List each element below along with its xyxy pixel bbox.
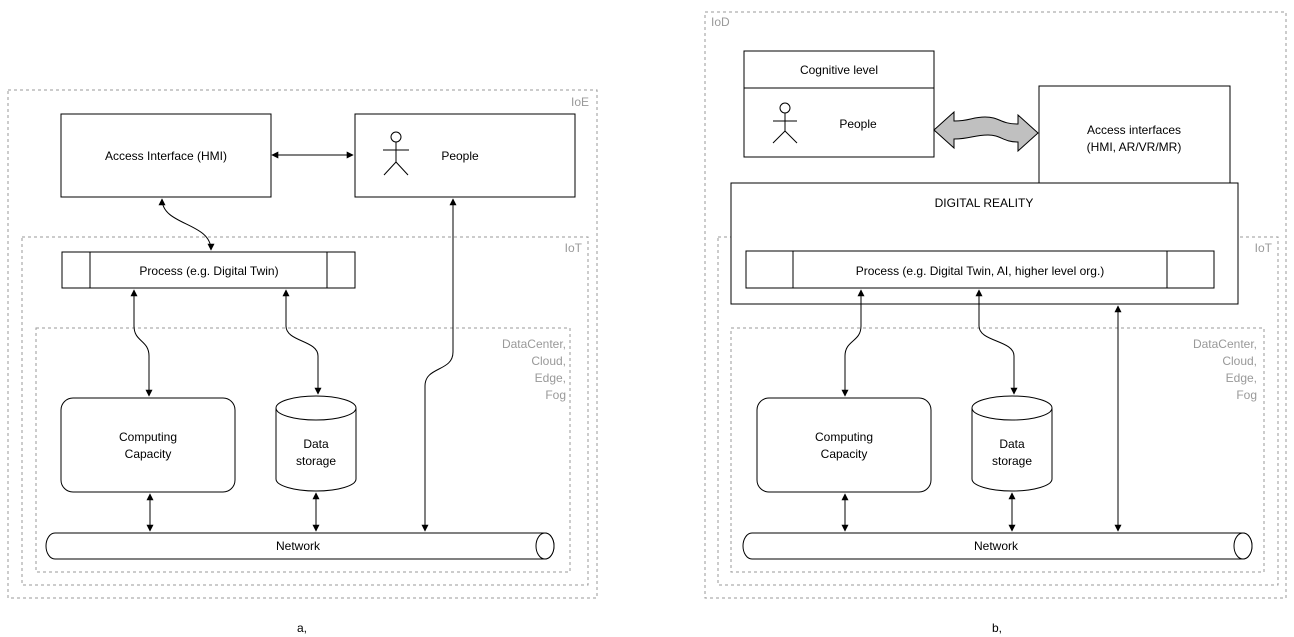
person-icon [383, 131, 409, 176]
process-label-b: Process (e.g. Digital Twin, AI, higher l… [856, 264, 1105, 278]
dc-label-b-3: Edge, [1226, 371, 1257, 385]
dc-label-b-2: Cloud, [1222, 354, 1257, 368]
access-interfaces-label-2: (HMI, AR/VR/MR) [1087, 140, 1182, 154]
diagram-b: IoD IoT DataCenter, Cloud, Edge, Fog Cog… [704, 11, 1287, 635]
storage-label-a-2: storage [296, 454, 336, 468]
ioe-label: IoE [571, 95, 589, 109]
computing-box-b [756, 397, 932, 493]
digital-reality-label: DIGITAL REALITY [935, 196, 1034, 210]
network-pipe-a [45, 532, 555, 560]
network-pipe-b [742, 532, 1253, 560]
people-label-b: People [839, 117, 877, 131]
person-icon-b [772, 102, 798, 144]
bidirectional-wave-arrow [933, 110, 1039, 153]
arrow-people-network [421, 198, 457, 532]
iot-region-a [21, 236, 589, 586]
people-label-a: People [441, 149, 479, 163]
data-storage-cylinder-a [275, 395, 357, 492]
computing-label-a-2: Capacity [125, 447, 172, 461]
people-box-b [743, 87, 935, 158]
arrow-process-storage-b [975, 289, 1018, 395]
computing-box-a [60, 397, 236, 493]
network-label-a: Network [276, 539, 321, 553]
access-interfaces-box [1038, 85, 1231, 184]
diagram-a: IoE IoT DataCenter, Cloud, Edge, Fog Acc… [7, 89, 598, 635]
iot-label-b: IoT [1255, 241, 1273, 255]
arrow-process-computing-b [841, 289, 865, 397]
process-label-a: Process (e.g. Digital Twin) [139, 264, 278, 278]
access-interface-label: Access Interface (HMI) [105, 149, 227, 163]
data-storage-cylinder-b [971, 395, 1053, 492]
iod-label: IoD [711, 15, 730, 29]
arrow-process-storage-a [282, 289, 322, 395]
cognitive-level-label: Cognitive level [800, 63, 878, 77]
network-label-b: Network [974, 539, 1019, 553]
dc-label-a-1: DataCenter, [502, 337, 566, 351]
iot-region-b [717, 236, 1279, 586]
ioe-region [7, 89, 598, 599]
caption-b: b, [992, 621, 1002, 635]
people-box-a [354, 113, 576, 198]
caption-a: a, [297, 621, 307, 635]
dc-label-b-1: DataCenter, [1193, 337, 1257, 351]
access-interfaces-label-1: Access interfaces [1087, 123, 1181, 137]
arrow-process-computing-a [130, 289, 153, 397]
computing-label-b-1: Computing [815, 430, 873, 444]
process-box-b [745, 250, 1215, 289]
computing-label-b-2: Capacity [821, 447, 868, 461]
dc-label-a-2: Cloud, [531, 354, 566, 368]
dc-label-b-4: Fog [1236, 388, 1257, 402]
iot-label-a: IoT [565, 241, 583, 255]
arrow-hmi-process [158, 198, 215, 251]
storage-label-a-1: Data [303, 437, 329, 451]
process-box-a [61, 251, 356, 289]
access-interface-box [60, 113, 272, 198]
storage-label-b-2: storage [992, 454, 1032, 468]
iod-region [704, 11, 1287, 599]
dc-label-a-3: Edge, [535, 371, 566, 385]
cognitive-level-box [743, 50, 935, 89]
computing-label-a-1: Computing [119, 430, 177, 444]
storage-label-b-1: Data [999, 437, 1025, 451]
dc-label-a-4: Fog [545, 388, 566, 402]
